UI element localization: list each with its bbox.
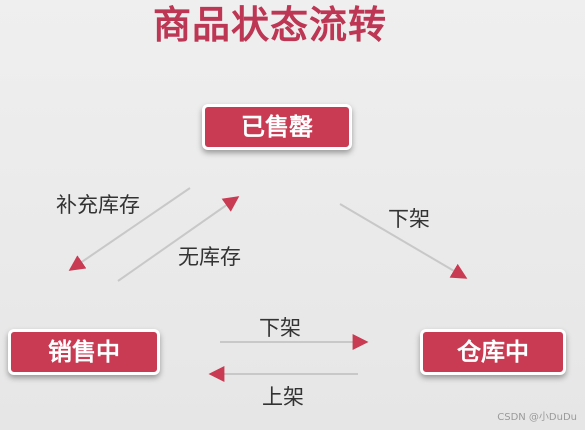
diagram-title: 商品状态流转 (152, 3, 387, 47)
state-sold-out: 已售罄 (202, 104, 352, 150)
state-in-stock: 仓库中 (420, 329, 566, 375)
state-on-sale: 销售中 (8, 329, 160, 375)
label-list: 上架 (262, 385, 304, 409)
label-no-stock: 无库存 (178, 245, 241, 269)
arrow-no-stock (117, 196, 240, 282)
label-delist-sold-out: 下架 (388, 207, 430, 231)
label-restock: 补充库存 (56, 193, 140, 217)
arrow-delist-sold-out (339, 203, 468, 279)
label-delist-on-sale: 下架 (259, 316, 301, 340)
watermark: CSDN @小DuDu (497, 412, 577, 423)
arrow-restock (68, 187, 191, 271)
